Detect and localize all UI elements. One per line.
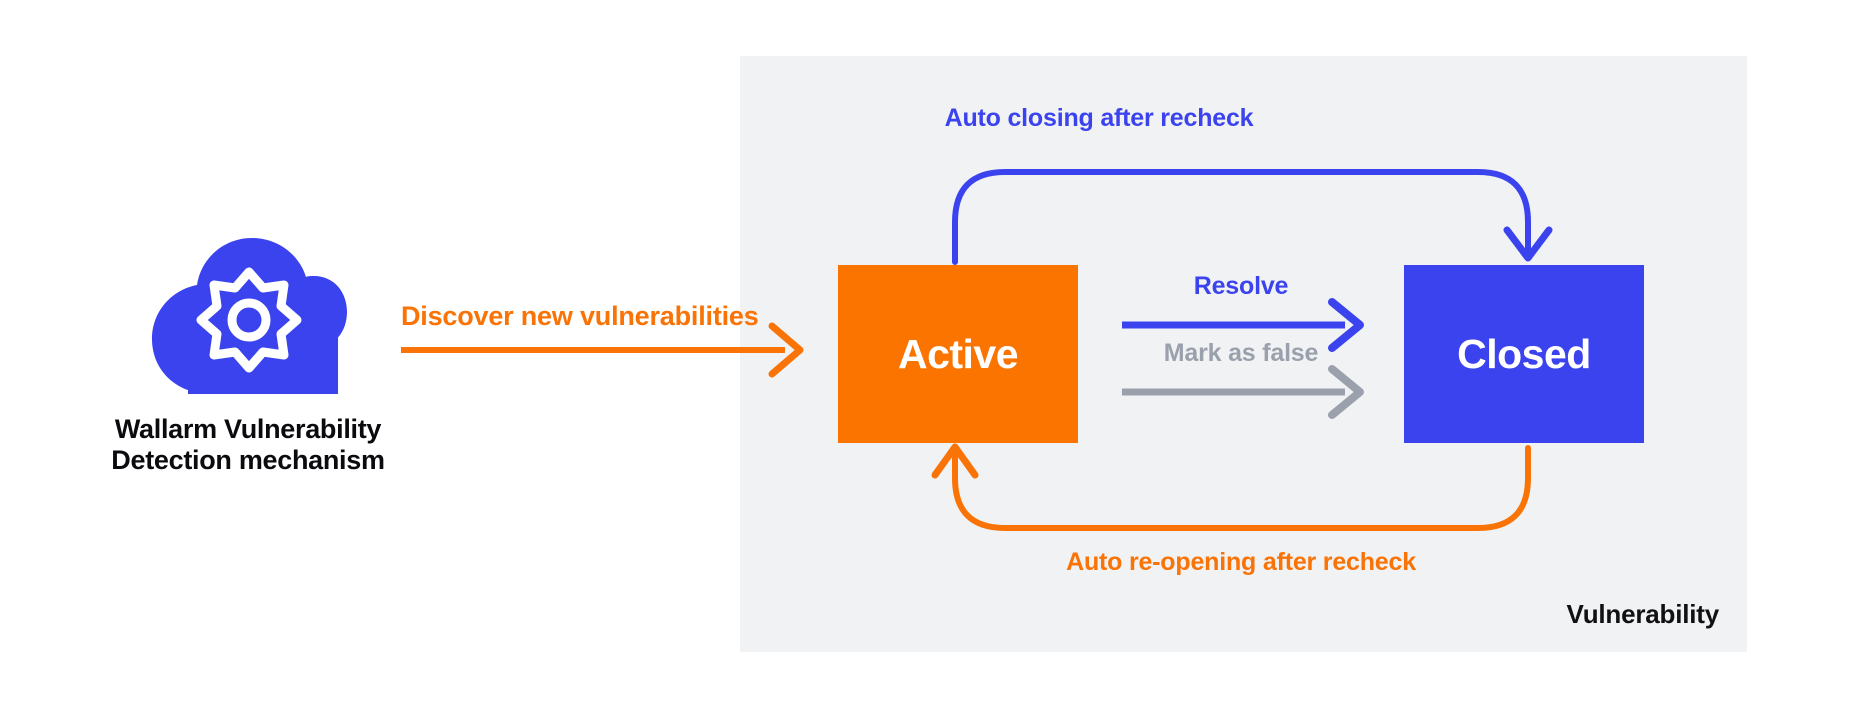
state-label-active: Active <box>897 330 1019 377</box>
state-label-closed: Closed <box>1457 330 1591 377</box>
panel-caption: Vulnerability <box>1566 599 1720 629</box>
detection-mechanism-caption-line1: Wallarm Vulnerability <box>114 414 382 444</box>
edge-label-resolve: Resolve <box>1193 272 1289 300</box>
state-box-active[interactable]: Active <box>838 265 1078 443</box>
detection-mechanism-block: Wallarm Vulnerability Detection mechanis… <box>88 228 408 476</box>
edge-label-auto-closing: Auto closing after recheck <box>944 104 1254 132</box>
edge-label-auto-reopening: Auto re-opening after recheck <box>1066 548 1416 576</box>
detection-mechanism-caption: Wallarm Vulnerability Detection mechanis… <box>88 414 408 476</box>
edge-label-discover: Discover new vulnerabilities <box>401 301 759 331</box>
state-box-closed[interactable]: Closed <box>1404 265 1644 443</box>
edge-label-mark-as-false: Mark as false <box>1163 339 1319 367</box>
cloud-gear-icon <box>152 238 347 394</box>
detection-mechanism-caption-line2: Detection mechanism <box>111 444 385 475</box>
